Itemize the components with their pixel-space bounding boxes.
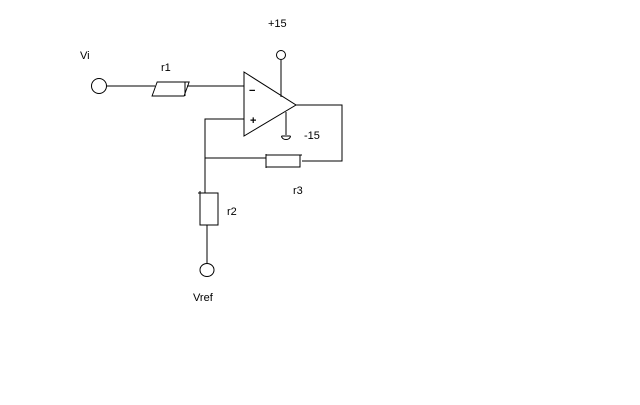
wire-non-inverting [204, 118, 244, 193]
negative-supply-terminal [281, 135, 291, 140]
vref-label: Vref [193, 292, 214, 304]
op-amp [243, 71, 297, 137]
r3-label: r3 [293, 185, 303, 197]
wire-output-feedback [296, 104, 343, 162]
r1-label: r1 [161, 62, 171, 74]
vref-terminal [199, 263, 215, 277]
input-label: Vi [80, 50, 90, 62]
input-terminal [91, 78, 107, 94]
resistor-r3 [265, 154, 302, 168]
resistor-r2 [198, 191, 219, 226]
resistor-r1 [151, 81, 190, 97]
positive-supply-label: +15 [268, 18, 287, 30]
non-inverting-input-symbol: + [250, 115, 256, 127]
positive-supply-terminal [276, 50, 286, 60]
inverting-input-symbol: − [249, 85, 255, 97]
negative-supply-label: -15 [304, 130, 320, 142]
r2-label: r2 [227, 206, 237, 218]
